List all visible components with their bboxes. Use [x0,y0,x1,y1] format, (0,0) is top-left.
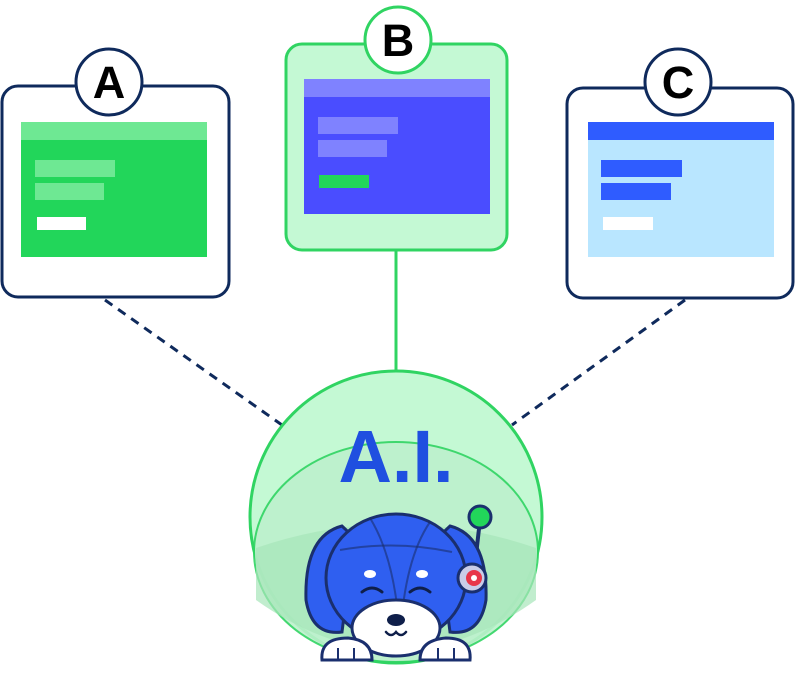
connectors [104,250,686,427]
variant-a-card: A [0,47,231,299]
variant-b-mockup [304,79,490,214]
dog-muzzle [350,598,442,658]
dog-paw-left [320,636,374,662]
antenna-bulb [467,504,493,530]
ai-label: A.I. [338,415,453,498]
variant-c-label: C [662,57,695,108]
variant-c-badge [643,47,713,117]
variant-b-badge [363,5,433,75]
dog-nose [387,614,405,626]
variant-a-mockup [21,122,207,257]
dog-eye-right [408,586,432,594]
variant-b-card: B [284,5,509,252]
robot-dog-mascot [304,504,493,662]
dog-paw-right [418,636,472,662]
variant-a-label: A [93,57,126,108]
connector-a [104,298,283,427]
connector-c [511,298,686,427]
dog-eye-left [360,586,384,594]
variant-a-badge [74,47,144,117]
variant-b-label: B [382,15,415,66]
variant-c-mockup [588,122,774,257]
variant-c-card: C [565,47,795,300]
